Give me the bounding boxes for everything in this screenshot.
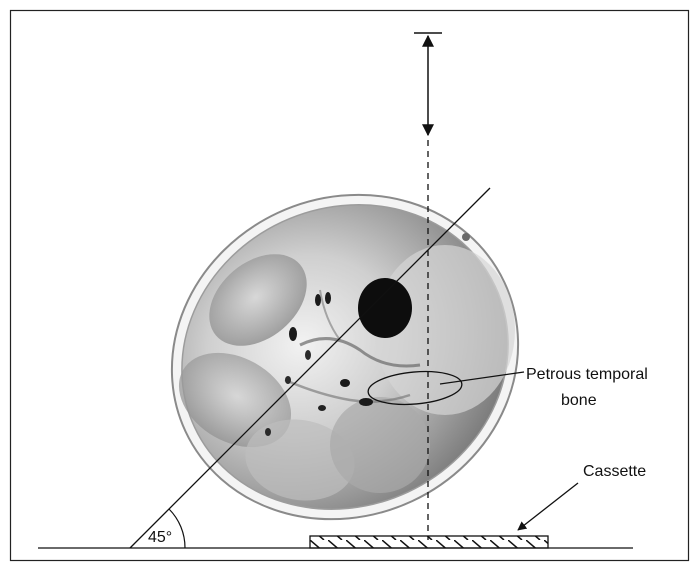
petrous-label-line2: bone	[561, 392, 597, 409]
foramen-magnum	[358, 278, 412, 338]
cassette-arrow	[518, 483, 578, 530]
skull-base-image	[118, 139, 571, 571]
cassette-label: Cassette	[583, 463, 646, 480]
petrous-label-line1: Petrous temporal	[526, 366, 648, 383]
cassette-plate	[310, 536, 548, 548]
angle-label: 45°	[148, 529, 172, 546]
